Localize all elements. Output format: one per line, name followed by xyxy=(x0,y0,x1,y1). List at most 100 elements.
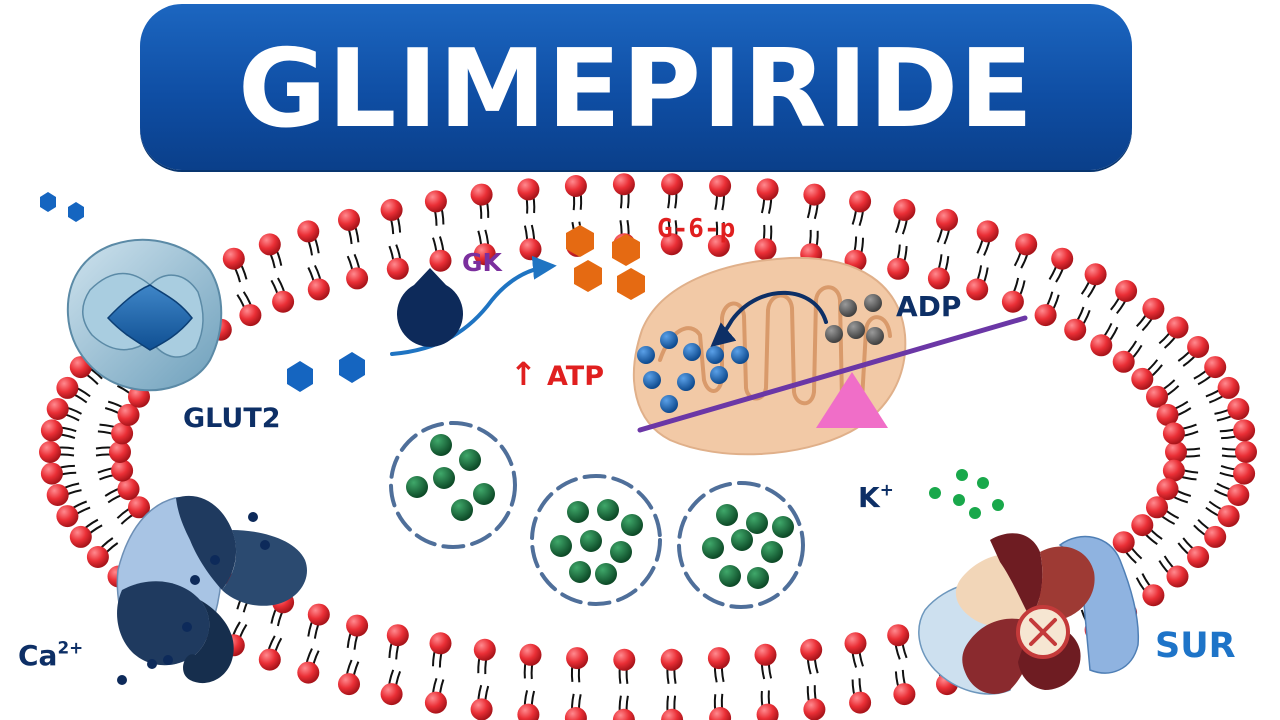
potassium-dot xyxy=(969,507,981,519)
lipid-head xyxy=(1218,377,1240,399)
glucose-hexagon xyxy=(287,361,313,392)
atp-dot xyxy=(683,343,701,361)
lipid-head xyxy=(893,199,915,221)
lipid-head xyxy=(1142,584,1164,606)
adp-dot xyxy=(866,327,884,345)
lipid-head xyxy=(1035,304,1057,326)
insulin-vesicle xyxy=(391,423,515,547)
lipid-head xyxy=(1227,484,1249,506)
g6p-label: G-6-p xyxy=(657,216,735,242)
lipid-head xyxy=(613,709,635,720)
lipid-head xyxy=(613,173,635,195)
lipid-head xyxy=(757,704,779,720)
g6p-hexagon xyxy=(617,268,645,300)
lipid-head xyxy=(966,278,988,300)
lipid-head xyxy=(87,546,109,568)
insulin-granule xyxy=(772,516,794,538)
potassium-label: K+ xyxy=(858,484,894,512)
insulin-granule xyxy=(716,504,738,526)
lipid-head xyxy=(387,258,409,280)
lipid-head xyxy=(803,184,825,206)
lipid-head xyxy=(387,624,409,646)
lipid-head xyxy=(755,644,777,666)
lipid-head xyxy=(346,267,368,289)
glut2-label: GLUT2 xyxy=(183,405,281,432)
lipid-head xyxy=(887,258,909,280)
lipid-head xyxy=(1113,531,1135,553)
atp-dot xyxy=(710,366,728,384)
lipid-head xyxy=(661,709,683,720)
insulin-granule xyxy=(610,541,632,563)
lipid-head xyxy=(1146,496,1168,518)
atp-dot xyxy=(643,371,661,389)
lipid-head xyxy=(517,178,539,200)
calcium-dot xyxy=(117,675,127,685)
lipid-head xyxy=(566,647,588,669)
insulin-granule xyxy=(459,449,481,471)
atp-dot xyxy=(637,346,655,364)
lipid-head xyxy=(1235,441,1257,463)
calcium-dot xyxy=(210,555,220,565)
lipid-head xyxy=(381,683,403,705)
adp-dot xyxy=(839,299,857,317)
atp-dot xyxy=(706,346,724,364)
lipid-head xyxy=(755,238,777,260)
lipid-head xyxy=(936,209,958,231)
potassium-dot xyxy=(956,469,968,481)
lipid-head xyxy=(1085,263,1107,285)
lipid-head xyxy=(1131,368,1153,390)
insulin-granule xyxy=(621,514,643,536)
lipid-head xyxy=(41,419,63,441)
lipid-head xyxy=(259,233,281,255)
lipid-head xyxy=(70,526,92,548)
lipid-head xyxy=(893,683,915,705)
lipid-head xyxy=(56,377,78,399)
potassium-dot xyxy=(953,494,965,506)
lipid-head xyxy=(708,647,730,669)
glucose-inside xyxy=(287,352,365,392)
lipid-head xyxy=(1051,248,1073,270)
glucokinase-icon xyxy=(397,268,463,347)
lipid-head xyxy=(800,639,822,661)
lipid-head xyxy=(338,673,360,695)
potassium-dot xyxy=(977,477,989,489)
insulin-granule xyxy=(569,561,591,583)
lipid-head xyxy=(928,267,950,289)
lipid-head xyxy=(39,441,61,463)
lipid-head xyxy=(520,238,542,260)
insulin-granule xyxy=(433,467,455,489)
potassium-symbol: K xyxy=(858,481,880,514)
g6p-molecules xyxy=(566,225,645,300)
lipid-head xyxy=(1204,356,1226,378)
lipid-head xyxy=(308,604,330,626)
lipid-head xyxy=(1064,319,1086,341)
insulin-granule xyxy=(746,512,768,534)
lipid-head xyxy=(297,220,319,242)
lipid-head xyxy=(1167,317,1189,339)
lipid-head xyxy=(1113,351,1135,373)
lipid-head xyxy=(1142,298,1164,320)
lipid-head xyxy=(661,649,683,671)
lipid-head xyxy=(565,175,587,197)
lipid-head xyxy=(47,484,69,506)
insulin-granule xyxy=(580,530,602,552)
lipid-head xyxy=(474,639,496,661)
calcium-dot xyxy=(147,659,157,669)
lipid-head xyxy=(346,615,368,637)
calcium-charge: 2+ xyxy=(57,637,83,657)
lipid-head xyxy=(308,278,330,300)
lipid-head xyxy=(109,441,131,463)
adp-label: ADP xyxy=(896,293,961,321)
calcium-dot xyxy=(182,622,192,632)
lipid-head xyxy=(430,632,452,654)
lipid-head xyxy=(1165,441,1187,463)
calcium-dot xyxy=(190,575,200,585)
insulin-granule xyxy=(597,499,619,521)
lipid-head xyxy=(517,704,539,720)
insulin-granule xyxy=(761,541,783,563)
lipid-head xyxy=(425,692,447,714)
lipid-head xyxy=(1115,280,1137,302)
lipid-head xyxy=(613,649,635,671)
lipid-head xyxy=(111,460,133,482)
lipid-head xyxy=(1227,398,1249,420)
